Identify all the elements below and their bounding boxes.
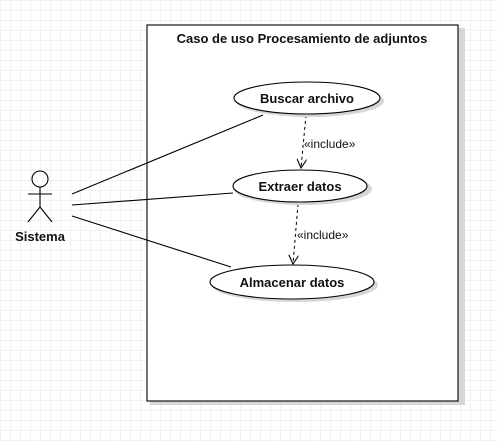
actor-head (31, 170, 49, 188)
include-arrow-1[interactable] (301, 114, 306, 168)
association-almacenar-datos[interactable] (71, 215, 232, 268)
actor-right-leg (39, 206, 53, 223)
association-buscar-archivo[interactable] (71, 114, 264, 195)
use-case-label: Extraer datos (258, 179, 341, 194)
include-label-2: «include» (297, 228, 349, 242)
use-case-buscar-archivo[interactable]: Buscar archivo (233, 81, 384, 117)
include-arrow-2[interactable] (293, 203, 298, 264)
actor-name: Sistema (15, 229, 66, 244)
include-label-1: «include» (304, 137, 356, 151)
use-case-label: Almacenar datos (240, 275, 345, 290)
use-case-extraer-datos[interactable]: Extraer datos (232, 169, 372, 205)
association-extraer-datos[interactable] (71, 192, 234, 206)
system-title: Caso de uso Procesamiento de adjuntos (177, 31, 428, 46)
actor-figure[interactable] (27, 170, 53, 223)
use-case-almacenar-datos[interactable]: Almacenar datos (209, 264, 378, 302)
use-case-label: Buscar archivo (260, 91, 354, 106)
actor-left-leg (27, 206, 41, 223)
